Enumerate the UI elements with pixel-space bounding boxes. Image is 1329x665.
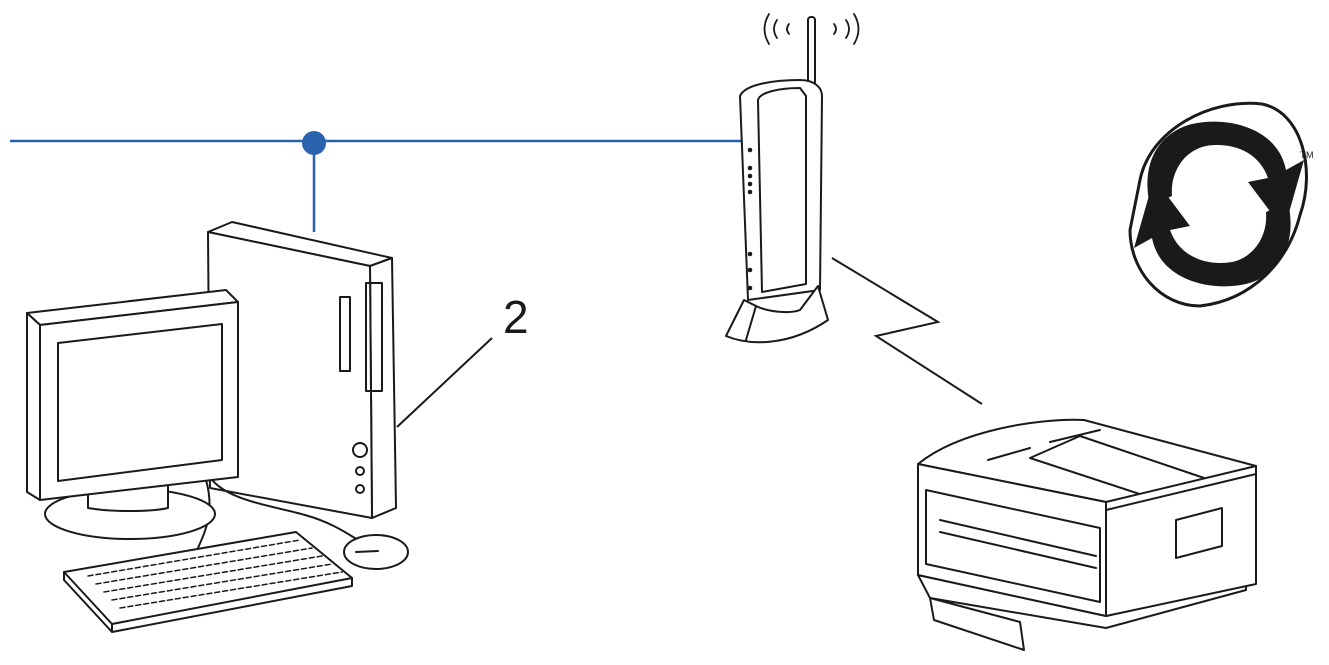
- router-status-leds: [747, 147, 753, 291]
- callout-number-2: 2: [503, 291, 529, 343]
- mouse-icon: [343, 534, 409, 570]
- wifi-protected-setup-logo: [1128, 101, 1308, 308]
- keyboard-icon: [63, 531, 353, 633]
- router-antenna: [807, 16, 816, 86]
- computer-tower: [207, 221, 397, 519]
- wired-network-link: [10, 131, 742, 232]
- callout-leader-line: [396, 337, 493, 428]
- monitor: [26, 289, 239, 501]
- wireless-router-icon: [725, 13, 860, 344]
- trademark-symbol: TM: [1300, 150, 1314, 160]
- desktop-computer-icon: [26, 221, 409, 633]
- wireless-link-bolt: [831, 257, 983, 405]
- laser-printer-icon: [917, 418, 1257, 651]
- network-junction-dot: [302, 131, 326, 155]
- wifi-signal-icon: [763, 13, 860, 45]
